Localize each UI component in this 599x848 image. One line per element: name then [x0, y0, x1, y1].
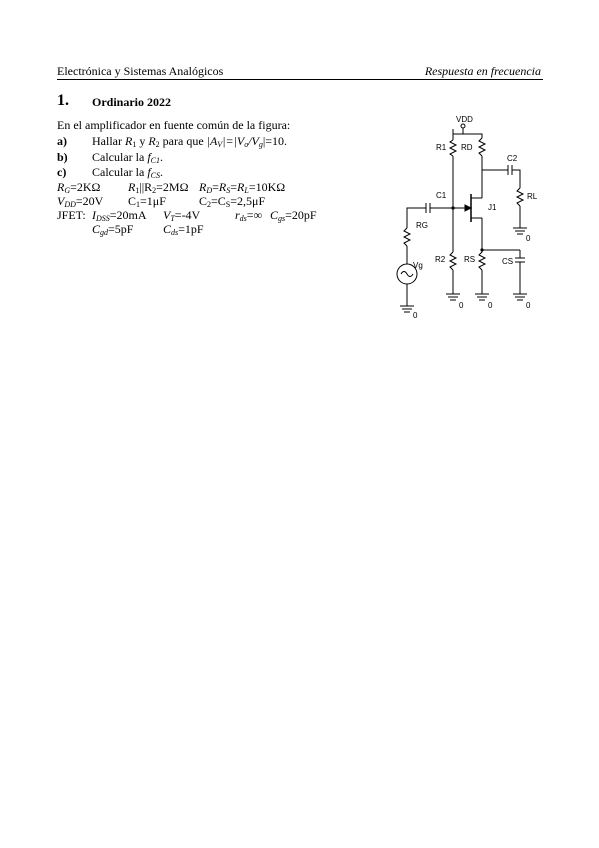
rd-resistor [477, 137, 487, 157]
jfet-vt: VT=-4V [163, 208, 201, 223]
param-c2-cs: C2=CS=2,5μF [199, 194, 266, 209]
item-b-letter: b) [57, 150, 68, 164]
jfet-idss: IDSS=20mA [92, 208, 147, 223]
r1-label: R1 [436, 143, 447, 152]
rl-label: RL [527, 192, 538, 201]
item-a-letter: a) [57, 134, 67, 148]
gate-junction-dot [451, 206, 455, 210]
header-left: Electrónica y Sistemas Analógicos [57, 64, 224, 78]
rg-resistor [402, 227, 412, 247]
vdd-rail-wire [452, 129, 483, 138]
gnd-cs-label: 0 [526, 301, 531, 310]
gnd-r2-label: 0 [459, 301, 464, 310]
item-b-text: Calcular la fC1. [92, 150, 163, 165]
rs-resistor [477, 250, 487, 271]
jfet-cgd: Cgd=5pF [92, 222, 134, 237]
jfet-cds: Cds=1pF [163, 222, 204, 237]
problem-title: Ordinario 2022 [92, 95, 172, 109]
item-c-text: Calcular la fCS. [92, 165, 163, 180]
rg-label: RG [416, 221, 428, 230]
jfet-rds: rds=∞ [235, 208, 263, 223]
rl-resistor [515, 187, 525, 207]
param-r1r2: R1||R2=2MΩ [128, 180, 189, 195]
source-junction-dot [480, 248, 484, 252]
rd-label: RD [461, 143, 473, 152]
c1-label: C1 [436, 191, 447, 200]
r1-resistor [448, 139, 458, 157]
r2-label: R2 [435, 255, 446, 264]
jfet-label: JFET: [57, 208, 86, 222]
vg-label: Vg [413, 261, 423, 270]
problem-intro: En el amplificador en fuente común de la… [57, 118, 291, 132]
problem-number: 1. [57, 92, 69, 109]
jfet-gate-arrow [464, 204, 473, 212]
vdd-label: VDD [456, 115, 473, 124]
gnd-rs-label: 0 [488, 301, 493, 310]
gnd-rl-label: 0 [526, 234, 531, 243]
r2-resistor [448, 251, 458, 271]
gnd-vg-label: 0 [413, 311, 418, 320]
amplifier-schematic: VDD R1 RD C2 RL C1 RG J1 Vg R2 RS CS 0 0… [396, 115, 538, 320]
param-vdd: VDD=20V [57, 194, 104, 209]
param-rd-rs-rl: RD=RS=RL=10KΩ [199, 180, 286, 195]
header-rule [57, 79, 543, 80]
rs-label: RS [464, 255, 475, 264]
param-c1: C1=1μF [128, 194, 166, 209]
header-right: Respuesta en frecuencia [424, 64, 541, 78]
item-c-letter: c) [57, 165, 67, 179]
vdd-node [460, 123, 466, 129]
param-rg: RG=2KΩ [57, 180, 101, 195]
cs-label: CS [502, 257, 513, 266]
j1-label: J1 [488, 203, 497, 212]
jfet-cgs: Cgs=20pF [270, 208, 317, 223]
item-a-text: Hallar R1 y R2 para que |AV|=|Vo/Vg|=10. [92, 134, 288, 149]
c2-label: C2 [507, 154, 518, 163]
